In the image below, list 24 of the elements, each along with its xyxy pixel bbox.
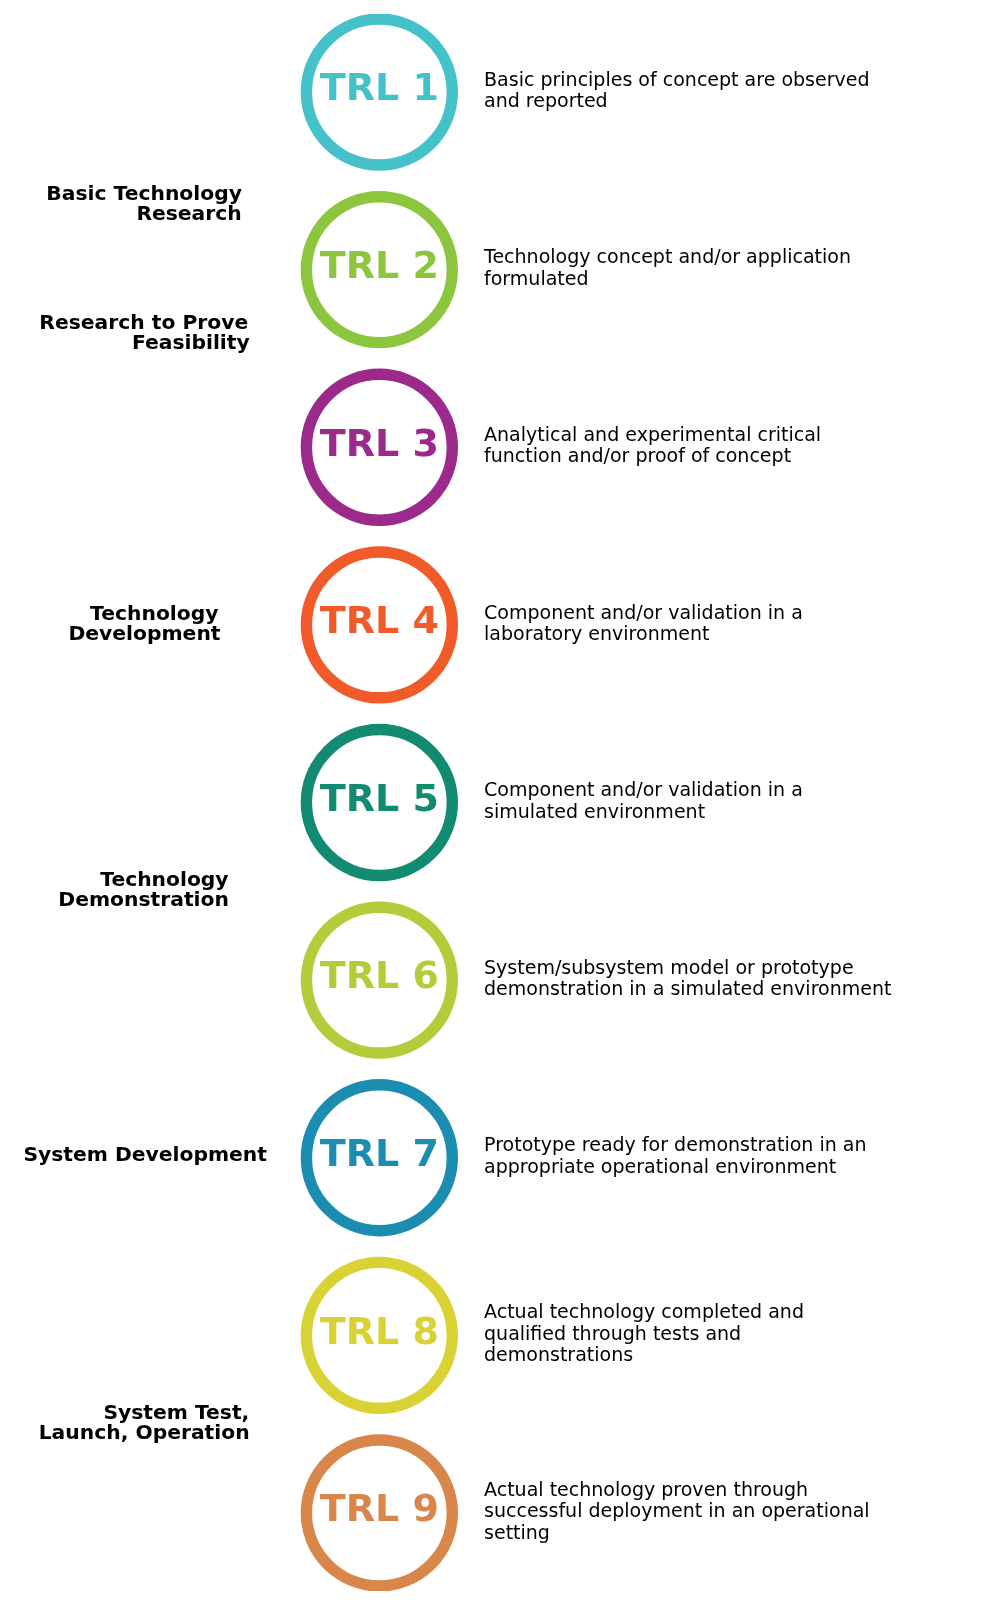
node-circle: TRL 5: [300, 723, 458, 882]
node-label: Component and/or validation in a laboratory environment: [484, 600, 803, 645]
label: Basic Technology Research: [46, 180, 242, 225]
node-circle: TRL 9: [300, 1434, 458, 1591]
node-label: System/subsystem model or prototype demonstration in a simulated environment: [484, 955, 892, 1000]
node-circle: TRL 4: [300, 546, 458, 704]
label: System Test, Launch, Operation: [38, 1399, 250, 1445]
label: Technology Demonstration: [58, 866, 229, 912]
node-label: Analytical and experimental critical function and/or proof of concept: [484, 422, 822, 467]
node-circle: TRL 7: [300, 1079, 458, 1237]
node-label: Prototype ready for demonstration in an appropriate operational environment: [484, 1133, 867, 1177]
node-label: Actual technology proven through successful deployment in an operational setting: [484, 1477, 870, 1543]
label: Research to Prove Feasibility: [39, 310, 250, 355]
node-label: Component and/or validation in a simulated environment: [484, 778, 803, 822]
node-circle: TRL 1: [300, 14, 458, 171]
node-circle: TRL 8: [300, 1256, 458, 1414]
node-circle: TRL 6: [300, 901, 458, 1059]
node-label: Actual technology completed and qualified through tests and demonstrations: [484, 1300, 804, 1366]
node-label: Technology concept and/or application formulated: [484, 245, 852, 289]
label: System Development: [23, 1142, 268, 1167]
node-label: Basic principles of concept are observed and reported: [484, 67, 870, 112]
node-circle: TRL 2: [300, 191, 458, 349]
label: Technology Development: [68, 600, 221, 645]
node-circle: TRL 3: [300, 368, 458, 526]
